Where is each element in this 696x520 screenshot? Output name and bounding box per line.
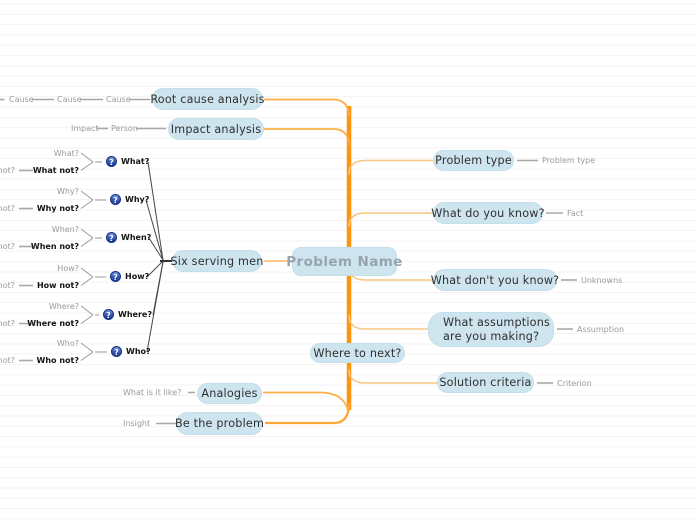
leaf-who-alt[interactable]: Who?	[56, 339, 79, 348]
leaf-cause-3[interactable]: Cause	[106, 95, 131, 104]
question-label: Why?	[125, 195, 150, 204]
leaf-unknowns[interactable]: Unknowns	[581, 275, 623, 285]
node-impact-analysis[interactable]: Impact analysis	[168, 118, 264, 140]
node-solution-criteria[interactable]: Solution criteria	[437, 372, 534, 393]
leaf-how-not[interactable]: How not?	[36, 281, 79, 290]
leaf-who-not-far[interactable]: Who not?	[0, 356, 15, 365]
question-mark-icon: ?	[111, 346, 122, 357]
leaf-why-alt[interactable]: Why?	[57, 187, 79, 196]
leaf-person[interactable]: Person	[111, 124, 138, 133]
leaf-how-not-far[interactable]: How not?	[0, 281, 15, 290]
assumptions-line-1: What assumptions	[443, 315, 551, 329]
leaf-assumption[interactable]: Assumption	[577, 324, 625, 334]
node-where-to-next[interactable]: Where to next?	[310, 343, 405, 363]
leaf-problem-type[interactable]: Problem type	[542, 156, 596, 165]
question-label: What?	[121, 157, 150, 166]
question-mark-icon: ?	[106, 232, 117, 243]
leaf-how-alt[interactable]: How?	[57, 264, 79, 273]
six-men-branch-lines	[145, 161, 172, 353]
leaf-what-is-it-like[interactable]: What is it like?	[123, 388, 182, 397]
leaf-insight[interactable]: Insight	[123, 419, 151, 428]
question-node-what[interactable]: ? What?	[106, 156, 149, 167]
question-child-lines	[80, 152, 107, 361]
leaf-cause-1[interactable]: Cause	[9, 95, 34, 104]
node-analogies[interactable]: Analogies	[197, 383, 262, 404]
leaf-what-not-far[interactable]: What not?	[0, 166, 15, 175]
gray-connector-lines	[0, 98, 577, 425]
leaf-why-not-far[interactable]: Why not?	[0, 204, 15, 213]
node-six-serving-men[interactable]: Six serving men	[170, 250, 263, 272]
assumptions-line-2: are you making?	[443, 329, 540, 343]
leaf-where-alt[interactable]: Where?	[48, 302, 79, 311]
question-label: Where?	[118, 310, 152, 319]
question-mark-icon: ?	[110, 194, 121, 205]
leaf-fact[interactable]: Fact	[567, 208, 584, 218]
leaf-when-not[interactable]: When not?	[30, 242, 79, 251]
node-root-cause-analysis[interactable]: Root cause analysis	[150, 88, 264, 110]
question-mark-icon: ?	[106, 156, 117, 167]
question-node-where[interactable]: ? Where?	[103, 309, 152, 320]
leaf-when-alt[interactable]: When?	[51, 225, 79, 234]
question-label: How?	[125, 272, 150, 281]
center-node-problem-name[interactable]: Problem Name	[286, 247, 402, 276]
node-what-assumptions[interactable]: What assumptions are you making?	[428, 312, 554, 347]
leaf-where-not-far[interactable]: Where not?	[0, 319, 15, 328]
node-what-do-you-know[interactable]: What do you know?	[431, 202, 545, 224]
question-node-when[interactable]: ? When?	[106, 232, 151, 243]
question-mark-icon: ?	[103, 309, 114, 320]
leaf-when-not-far[interactable]: When not?	[0, 242, 15, 251]
leaf-what-not[interactable]: What not?	[32, 166, 79, 175]
leaf-why-not[interactable]: Why not?	[36, 204, 79, 213]
leaf-who-not[interactable]: Who not?	[36, 356, 79, 365]
leaf-cause-2[interactable]: Cause	[57, 95, 82, 104]
question-node-why[interactable]: ? Why?	[110, 194, 149, 205]
question-node-how[interactable]: ? How?	[110, 271, 149, 282]
question-node-who[interactable]: ? Who?	[111, 346, 151, 357]
leaf-impact[interactable]: Impact	[71, 124, 99, 133]
question-mark-icon: ?	[110, 271, 121, 282]
leaf-what-alt[interactable]: What?	[53, 149, 79, 158]
question-label: Who?	[126, 347, 151, 356]
leaf-criterion[interactable]: Criterion	[557, 378, 592, 388]
node-problem-type[interactable]: Problem type	[433, 150, 514, 171]
question-label: When?	[121, 233, 152, 242]
node-be-the-problem[interactable]: Be the problem	[175, 412, 264, 435]
leaf-where-not[interactable]: Where not?	[27, 319, 79, 328]
node-what-dont-you-know[interactable]: What don't you know?	[431, 269, 559, 291]
